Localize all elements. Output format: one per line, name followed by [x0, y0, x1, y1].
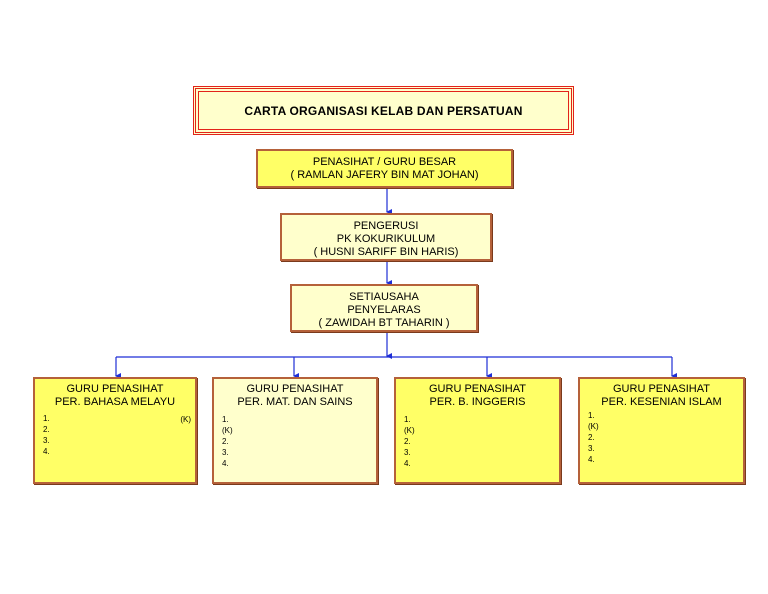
guru-3-unit: PER. B. INGGERIS [429, 396, 526, 408]
node-guru-b-inggeris: GURU PENASIHAT PER. B. INGGERIS 1. (K) 2… [394, 377, 561, 484]
guru-1-unit: PER. BAHASA MELAYU [54, 396, 176, 408]
node-pengerusi: PENGERUSI PK KOKURIKULUM ( HUSNI SARIFF … [280, 213, 492, 261]
guru-3-slot: 2. [404, 437, 411, 446]
node-guru-bahasa-melayu: GURU PENASIHAT PER. BAHASA MELAYU (K) 1.… [33, 377, 197, 484]
guru-3-slots: 1. (K) 2. 3. 4. [404, 414, 551, 469]
guru-3-title: GURU PENASIHAT [429, 383, 526, 395]
guru-1-slot: 4. [43, 447, 50, 456]
setiausaha-position: PENYELARAS [347, 304, 421, 316]
guru-2-title: GURU PENASIHAT [246, 383, 344, 395]
penasihat-name: ( RAMLAN JAFERY BIN MAT JOHAN) [290, 169, 479, 181]
pengerusi-position: PK KOKURIKULUM [336, 233, 436, 245]
pengerusi-role: PENGERUSI [353, 220, 419, 232]
guru-2-slot: 3. [222, 448, 229, 457]
guru-2-slot: 2. [222, 437, 229, 446]
node-penasihat: PENASIHAT / GURU BESAR ( RAMLAN JAFERY B… [256, 149, 513, 188]
guru-4-slot: 2. [588, 433, 595, 442]
guru-3-slot: 3. [404, 448, 411, 457]
guru-4-slot: (K) [588, 422, 599, 431]
pengerusi-name: ( HUSNI SARIFF BIN HARIS) [313, 246, 459, 258]
guru-2-unit: PER. MAT. DAN SAINS [237, 396, 353, 408]
guru-4-slots: 1. (K) 2. 3. 4. [588, 410, 735, 465]
guru-4-slot: 3. [588, 444, 595, 453]
setiausaha-name: ( ZAWIDAH BT TAHARIN ) [318, 317, 450, 329]
guru-1-slot: 3. [43, 436, 50, 445]
node-guru-kesenian-islam: GURU PENASIHAT PER. KESENIAN ISLAM 1. (K… [578, 377, 745, 484]
guru-1-slots: 1. 2. 3. 4. [43, 413, 187, 457]
chart-title-text: CARTA ORGANISASI KELAB DAN PERSATUAN [244, 103, 523, 118]
guru-4-slot: 4. [588, 455, 595, 464]
guru-2-slot: 4. [222, 459, 229, 468]
node-guru-mat-dan-sains: GURU PENASIHAT PER. MAT. DAN SAINS 1. (K… [212, 377, 378, 484]
guru-4-slot: 1. [588, 411, 595, 420]
guru-3-slot: (K) [404, 426, 415, 435]
guru-1-slot: 2. [43, 425, 50, 434]
guru-2-slots: 1. (K) 2. 3. 4. [222, 414, 368, 469]
node-setiausaha: SETIAUSAHA PENYELARAS ( ZAWIDAH BT TAHAR… [290, 284, 478, 332]
penasihat-role: PENASIHAT / GURU BESAR [312, 156, 457, 168]
guru-1-slot: 1. [43, 414, 50, 423]
guru-4-title: GURU PENASIHAT [613, 383, 710, 395]
chart-title: CARTA ORGANISASI KELAB DAN PERSATUAN [193, 86, 574, 135]
guru-1-title: GURU PENASIHAT [66, 383, 164, 395]
guru-1-k-marker: (K) [180, 415, 191, 424]
guru-2-slot: 1. [222, 415, 229, 424]
guru-3-slot: 1. [404, 415, 411, 424]
guru-4-unit: PER. KESENIAN ISLAM [601, 396, 722, 408]
setiausaha-role: SETIAUSAHA [349, 291, 419, 303]
guru-3-slot: 4. [404, 459, 411, 468]
guru-2-slot: (K) [222, 426, 233, 435]
